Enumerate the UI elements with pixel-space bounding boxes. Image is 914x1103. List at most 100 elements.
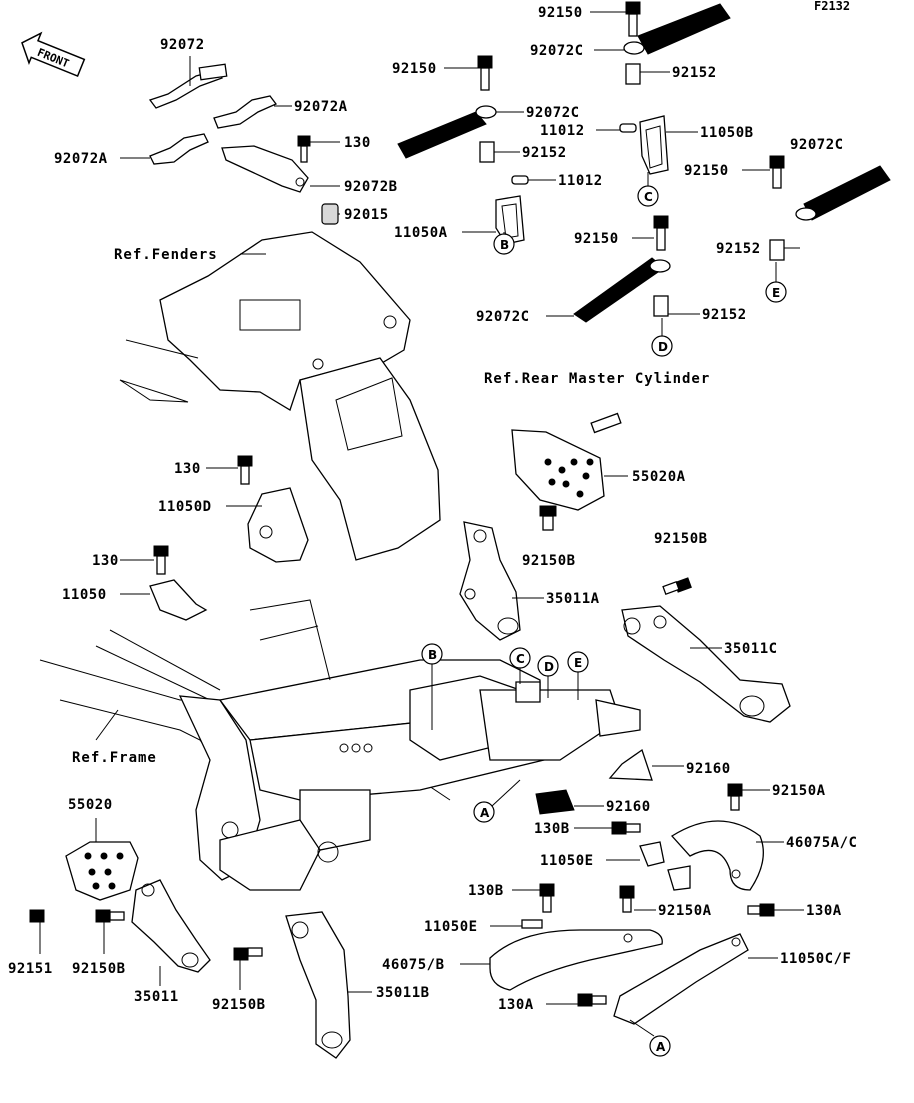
- svg-text:E: E: [772, 286, 780, 300]
- grab-rail-46075AC: [670, 820, 764, 891]
- label-92072C-top: 92072C: [530, 43, 584, 59]
- label-92151: 92151: [8, 961, 53, 977]
- label-11050B: 11050B: [700, 125, 754, 141]
- ref-fenders: Ref.Fenders: [114, 247, 218, 263]
- label-92160-upper: 92160: [686, 761, 731, 777]
- callout-A-bottom[interactable]: A: [649, 1035, 671, 1057]
- label-130-top: 130: [344, 135, 371, 151]
- label-92072A-left: 92072A: [54, 151, 108, 167]
- collar-92152-right: [769, 239, 785, 261]
- strap-92072C-middle: [573, 257, 671, 323]
- strap-92072C-left: [397, 105, 497, 159]
- bolt-92150A-lower: [619, 885, 635, 913]
- svg-text:A: A: [480, 806, 490, 820]
- strap-92072B: [221, 145, 309, 193]
- callout-C-frame[interactable]: C: [509, 647, 531, 669]
- svg-text:E: E: [574, 656, 582, 670]
- bracket-11050A: [495, 175, 529, 245]
- label-92150A-lower: 92150A: [658, 903, 712, 919]
- bolt-130-mid: [237, 455, 253, 485]
- strap-clip-92072A-left: [149, 133, 209, 165]
- grab-rail-46075B: [489, 929, 663, 991]
- label-55020A: 55020A: [632, 469, 686, 485]
- svg-text:C: C: [516, 652, 525, 666]
- bolt-92150B-bottom: [233, 947, 263, 961]
- ref-frame: Ref.Frame: [72, 750, 157, 766]
- bolt-92150B-right: [662, 577, 692, 595]
- label-92015: 92015: [344, 207, 389, 223]
- bolt-92150A-top: [727, 783, 743, 811]
- footpeg-bracket-35011B: [285, 911, 351, 1059]
- callout-D-frame[interactable]: D: [537, 655, 559, 677]
- bolt-rear-master: [590, 412, 622, 434]
- ref-rear-master-cylinder: Ref.Rear Master Cylinder: [484, 371, 710, 387]
- bolt-92150-top: [625, 1, 641, 37]
- strap-clip-92072A-right: [213, 95, 278, 129]
- bolt-92150-middle: [653, 215, 669, 251]
- bolt-130B-lower: [539, 883, 555, 913]
- label-11050CF: 11050C/F: [780, 951, 851, 967]
- svg-text:D: D: [658, 340, 668, 354]
- front-arrow-icon: FRONT: [21, 31, 86, 78]
- leader-lines: [39, 11, 804, 1037]
- collar-92152-top: [625, 63, 641, 85]
- label-130-mid: 130: [174, 461, 201, 477]
- label-130-low: 130: [92, 553, 119, 569]
- label-92072C-middle: 92072C: [476, 309, 530, 325]
- bracket-11050E-upper: [639, 841, 691, 891]
- label-130A-right: 130A: [806, 903, 842, 919]
- callout-B-top[interactable]: B: [493, 233, 515, 255]
- label-55020: 55020: [68, 797, 113, 813]
- bolt-130A-lower: [577, 993, 607, 1007]
- label-92150-right: 92150: [684, 163, 729, 179]
- pad-92160-upper: [608, 748, 653, 781]
- callout-E-frame[interactable]: E: [567, 651, 589, 673]
- bolt-130B-upper: [611, 821, 641, 835]
- label-35011C: 35011C: [724, 641, 778, 657]
- label-11050: 11050: [62, 587, 107, 603]
- label-35011A: 35011A: [546, 591, 600, 607]
- callout-E-top[interactable]: E: [765, 281, 787, 303]
- label-11012-right: 11012: [540, 123, 585, 139]
- label-11050E-lower: 11050E: [424, 919, 478, 935]
- svg-text:B: B: [428, 648, 437, 662]
- label-92072A-right: 92072A: [294, 99, 348, 115]
- callout-A-frame[interactable]: A: [473, 801, 495, 823]
- label-92152-right: 92152: [716, 241, 761, 257]
- bolt-130-top: [297, 135, 311, 163]
- label-92150A-top: 92150A: [772, 783, 826, 799]
- bolt-92151: [29, 909, 45, 923]
- collar-92152-middle: [653, 295, 669, 317]
- svg-text:D: D: [544, 660, 554, 674]
- bracket-11050B: [619, 115, 669, 175]
- label-46075AC: 46075A/C: [786, 835, 857, 851]
- collar-92152-left: [479, 141, 495, 163]
- footpeg-bracket-35011A: [459, 521, 521, 641]
- label-130A-lower: 130A: [498, 997, 534, 1013]
- label-11050A: 11050A: [394, 225, 448, 241]
- callout-B-frame[interactable]: B: [421, 643, 443, 665]
- label-92150B-bottom: 92150B: [212, 997, 266, 1013]
- svg-text:C: C: [644, 190, 653, 204]
- label-92152-middle: 92152: [702, 307, 747, 323]
- bolt-92150-left: [477, 55, 493, 91]
- bracket-11050D: [247, 487, 309, 563]
- label-130B-upper: 130B: [534, 821, 570, 837]
- label-92150-left: 92150: [392, 61, 437, 77]
- plate-55020A: [511, 429, 605, 511]
- label-92150B-right: 92150B: [654, 531, 708, 547]
- frame: [39, 599, 641, 891]
- bolt-92150-right: [769, 155, 785, 189]
- bolt-92150B-left: [95, 909, 125, 923]
- label-92072B: 92072B: [344, 179, 398, 195]
- callout-C-top[interactable]: C: [637, 185, 659, 207]
- label-92150B-mid: 92150B: [522, 553, 576, 569]
- label-92160-lower: 92160: [606, 799, 651, 815]
- callout-D-top[interactable]: D: [651, 335, 673, 357]
- bolt-130-low: [153, 545, 169, 575]
- grommet-92015: [321, 203, 339, 225]
- pad-92160-lower: [535, 789, 575, 815]
- label-92150B-left: 92150B: [72, 961, 126, 977]
- bracket-11050: [149, 579, 208, 621]
